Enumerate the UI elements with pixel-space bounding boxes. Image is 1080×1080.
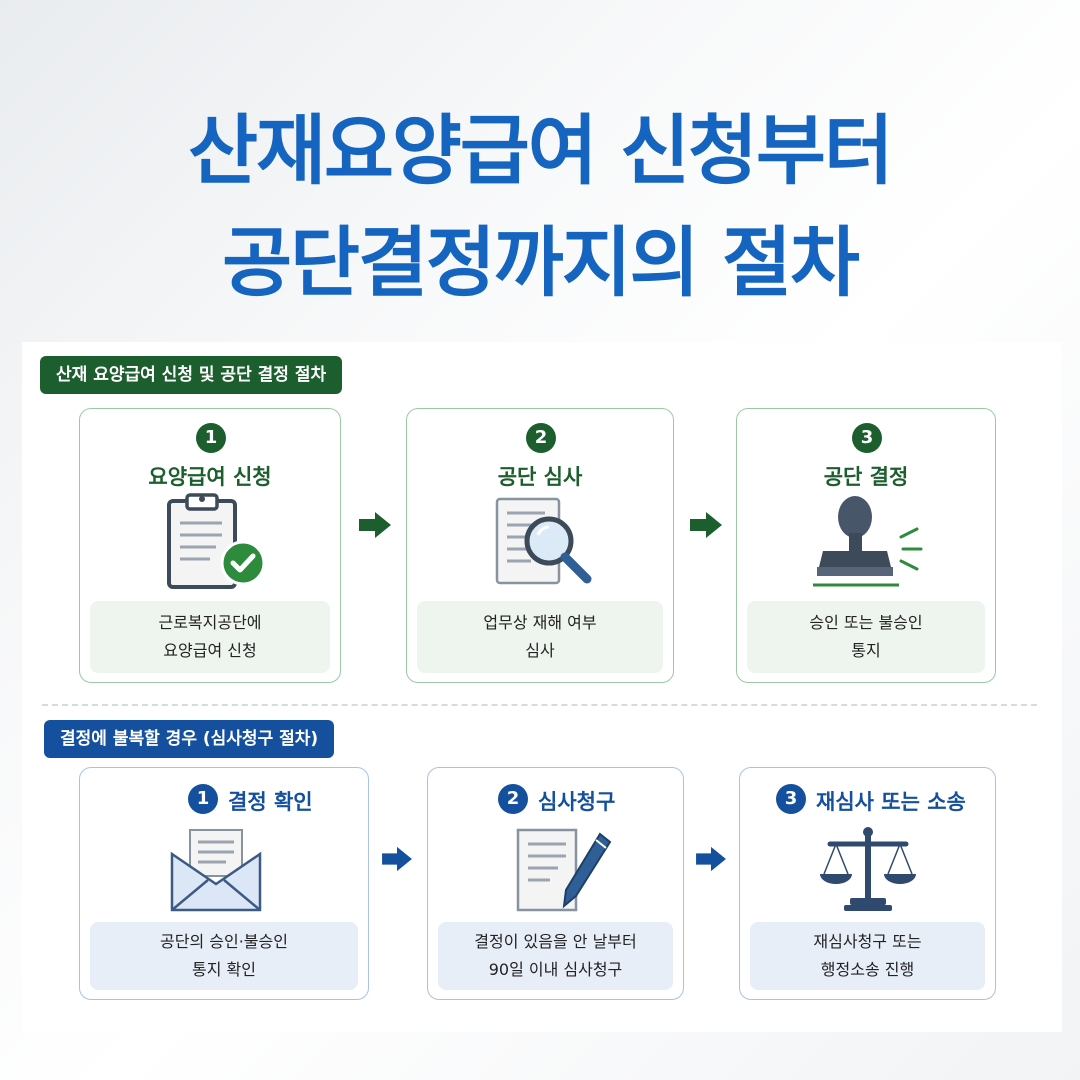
arrow-right-icon — [359, 512, 391, 538]
step-description: 근로복지공단에 요양급여 신청 — [90, 601, 330, 673]
process-panel: 산재 요양급여 신청 및 공단 결정 절차 1 요양급여 신청 근로복지공단에 … — [22, 342, 1062, 1032]
step-number-badge: 1 — [188, 784, 218, 814]
step-description: 업무상 재해 여부 심사 — [417, 601, 663, 673]
arrow-right-icon — [382, 846, 412, 872]
step-title: 심사청구 — [538, 790, 616, 814]
section-label-appeal: 결정에 불복할 경우 (심사청구 절차) — [44, 720, 335, 758]
step-description-line: 결정이 있음을 안 날부터 — [474, 932, 637, 951]
step-card-retrial: 3 재심사 또는 소송 재심사청구 또는 행정소송 진행 — [739, 767, 996, 1000]
envelope-letter-icon — [170, 829, 262, 912]
step-title: 공단 심사 — [497, 465, 583, 489]
step-description: 공단의 승인·불승인 통지 확인 — [90, 922, 358, 990]
arrow-right-icon — [690, 512, 722, 538]
scales-icon — [820, 827, 916, 911]
step-card-check-decision: 1 결정 확인 공단의 승인·불승인 통지 확인 — [79, 767, 369, 1000]
step-description: 재심사청구 또는 행정소송 진행 — [750, 922, 985, 990]
page-title: 산재요양급여 신청부터 공단결정까지의 절차 — [0, 95, 1080, 319]
step-description: 결정이 있음을 안 날부터 90일 이내 심사청구 — [438, 922, 673, 990]
step-card-application: 1 요양급여 신청 근로복지공단에 요양급여 신청 — [79, 408, 341, 683]
section-label-application: 산재 요양급여 신청 및 공단 결정 절차 — [40, 356, 343, 394]
page-title-line2: 공단결정까지의 절차 — [222, 218, 860, 307]
step-description: 승인 또는 불승인 통지 — [747, 601, 985, 673]
document-magnifier-icon — [495, 497, 592, 585]
step-description-line: 공단의 승인·불승인 — [160, 932, 288, 951]
step-card-appeal: 2 심사청구 결정이 있음을 안 날부터 90일 이내 심사청구 — [427, 767, 684, 1000]
step-description-line: 승인 또는 불승인 — [809, 613, 923, 632]
step-description-line: 심사 — [525, 641, 555, 660]
step-description-line: 근로복지공단에 — [158, 613, 262, 632]
clipboard-check-icon — [167, 493, 266, 589]
step-title: 요양급여 신청 — [148, 465, 272, 489]
arrow-right-icon — [696, 846, 726, 872]
step-number-badge: 3 — [776, 784, 806, 814]
section-divider — [42, 704, 1037, 706]
step-number-badge: 3 — [852, 423, 882, 453]
step-description-line: 통지 — [851, 641, 881, 660]
step-number-badge: 1 — [196, 423, 226, 453]
step-title: 재심사 또는 소송 — [816, 790, 966, 814]
step-card-review: 2 공단 심사 업무상 재해 여부 심사 — [406, 408, 674, 683]
step-title: 결정 확인 — [228, 790, 313, 814]
document-pen-icon — [516, 828, 612, 912]
step-description-line: 업무상 재해 여부 — [483, 613, 597, 632]
page-title-line1: 산재요양급여 신청부터 — [188, 106, 894, 195]
stamp-icon — [813, 496, 923, 587]
step-description-line: 행정소송 진행 — [820, 960, 915, 979]
step-description-line: 재심사청구 또는 — [813, 932, 922, 951]
step-description-line: 90일 이내 심사청구 — [488, 960, 623, 979]
step-number-badge: 2 — [526, 423, 556, 453]
step-card-decision: 3 공단 결정 승인 또는 불승인 통지 — [736, 408, 996, 683]
step-title: 공단 결정 — [823, 465, 909, 489]
step-description-line: 요양급여 신청 — [163, 641, 257, 660]
step-number-badge: 2 — [498, 784, 528, 814]
step-description-line: 통지 확인 — [192, 960, 256, 979]
